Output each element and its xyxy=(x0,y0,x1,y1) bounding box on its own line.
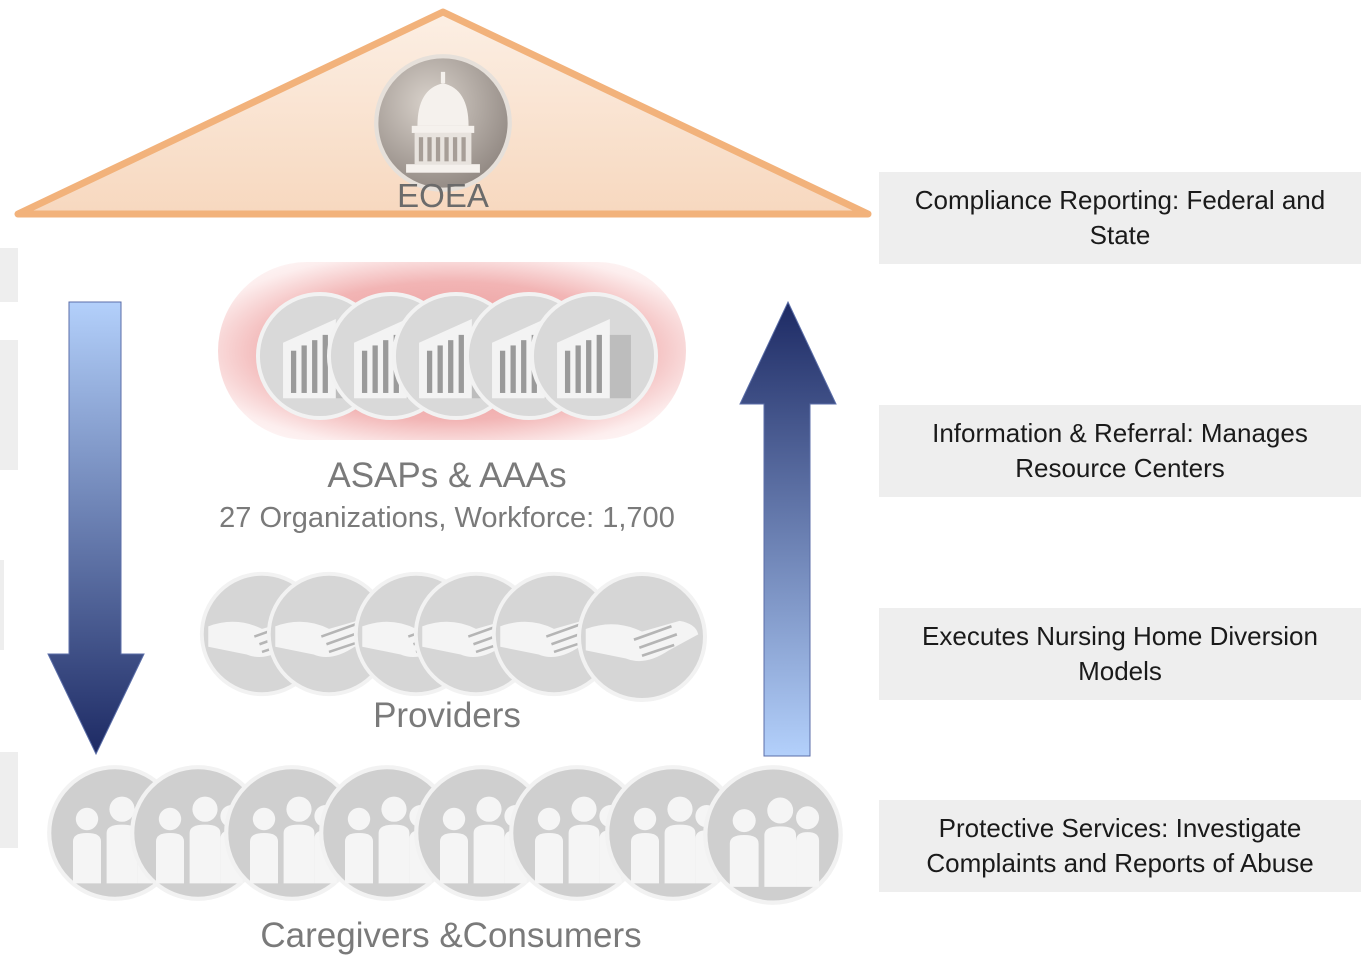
nursing-home-diversion-box: Executes Nursing Home Diversion Models xyxy=(879,608,1361,700)
compliance-reporting-box: Compliance Reporting: Federal and State xyxy=(879,172,1361,264)
left-edge-box-4 xyxy=(0,752,18,848)
left-edge-box-1 xyxy=(0,248,18,302)
compliance-reporting-text: Compliance Reporting: Federal and State xyxy=(914,185,1326,250)
people-group-icon xyxy=(701,763,845,907)
information-referral-box: Information & Referral: Manages Resource… xyxy=(879,405,1361,497)
people-group-icon xyxy=(412,763,552,903)
asaps-subtitle: 27 Organizations, Workforce: 1,700 xyxy=(219,502,675,534)
asaps-title: ASAPs & AAAs xyxy=(327,456,567,495)
down-arrow xyxy=(47,301,145,756)
up-arrow xyxy=(739,300,837,757)
left-edge-box-2 xyxy=(0,340,18,470)
people-group-icon xyxy=(603,763,743,903)
protective-services-text: Protective Services: Investigate Complai… xyxy=(926,813,1314,878)
information-referral-text: Information & Referral: Manages Resource… xyxy=(932,418,1308,483)
nursing-home-diversion-text: Executes Nursing Home Diversion Models xyxy=(922,621,1318,686)
caregivers-title: Caregivers &Consumers xyxy=(260,916,642,955)
eoea-label: EOEA xyxy=(397,177,489,214)
left-edge-box-3 xyxy=(0,560,4,650)
building-icon xyxy=(528,290,660,422)
providers-title: Providers xyxy=(373,696,521,735)
handshake-icon xyxy=(575,570,709,704)
protective-services-box: Protective Services: Investigate Complai… xyxy=(879,800,1361,892)
capitol-dome-icon xyxy=(372,52,514,194)
